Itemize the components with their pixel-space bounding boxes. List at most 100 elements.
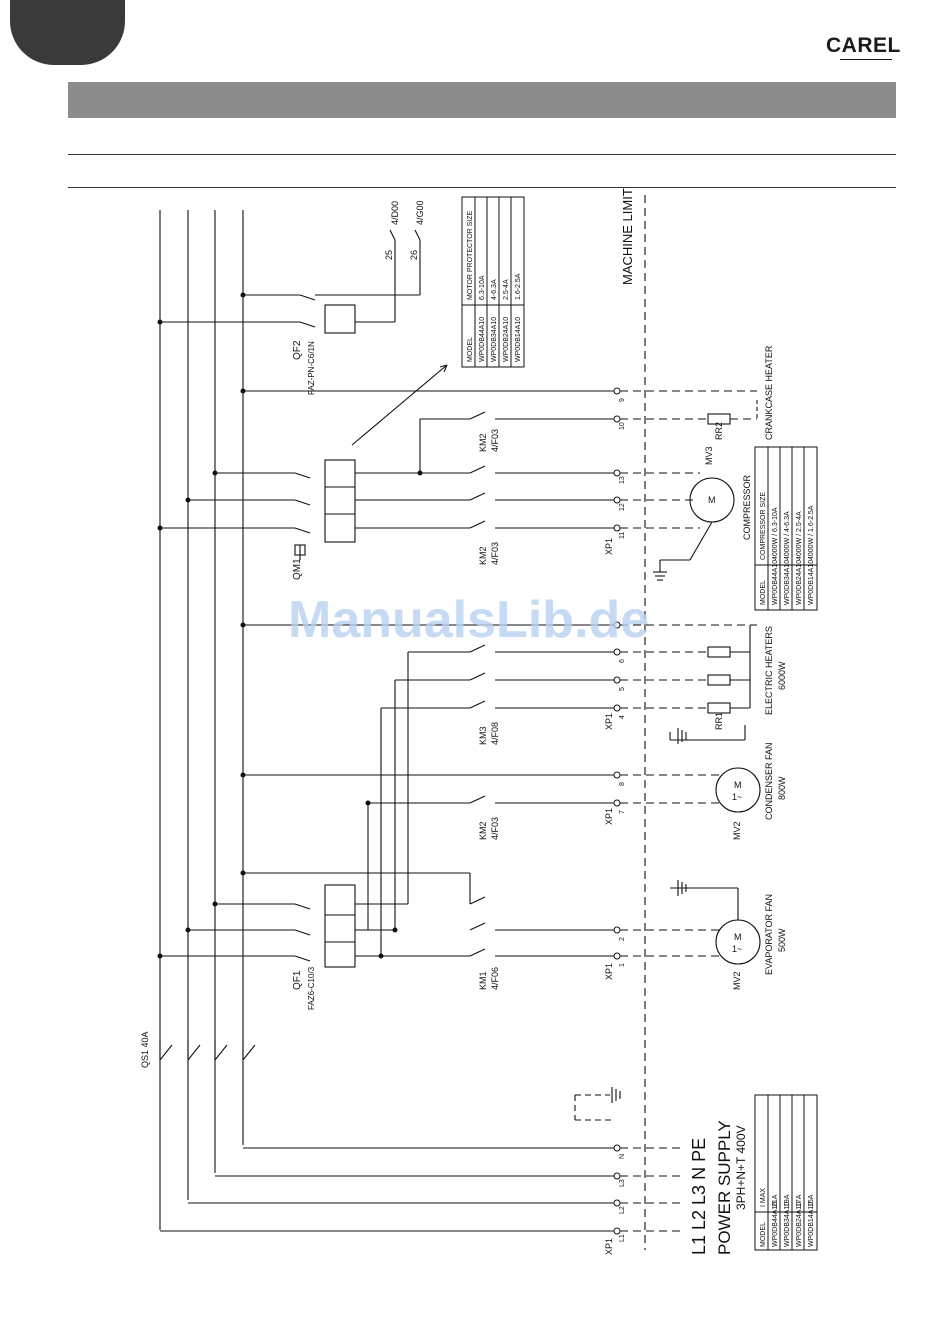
terminal-number: 13: [619, 476, 626, 484]
imax-row-value: 15A: [808, 1194, 815, 1207]
comp-header-model: MODEL: [760, 580, 767, 605]
xp1-label: XP1: [604, 808, 614, 825]
mp-row-size: 6.3-10A: [479, 275, 486, 300]
electric-heaters-power: 6000W: [777, 661, 787, 690]
mp-row-size: 1.6-2.5A: [515, 273, 522, 300]
mp-row-model: WP0DB44A10: [479, 317, 486, 362]
evaporator-fan-power: 500W: [777, 928, 787, 952]
mv3-label: MV3: [704, 446, 714, 465]
qf1-model: FAZ6-C10/3: [307, 966, 316, 1010]
power-supply-title: POWER SUPPLY: [715, 1120, 734, 1255]
imax-row-value: 21A: [772, 1194, 779, 1207]
power-supply-spec: 3PH+N+T 400V: [734, 1126, 748, 1211]
logo-underline: [840, 59, 892, 60]
km2-ref: 4/F03: [490, 542, 500, 565]
terminal-number: 10: [619, 422, 626, 430]
terminal-number: 12: [619, 503, 626, 511]
terminal-number: L1: [619, 1234, 626, 1242]
qm1-label: QM1: [292, 558, 303, 580]
km2-label: KM2: [478, 433, 488, 452]
motor-1ph-label: 1~: [732, 792, 742, 802]
km1-label: KM1: [478, 971, 488, 990]
mv2-label: MV2: [732, 821, 742, 840]
watermark: ManualsLib.de: [288, 591, 650, 649]
qf2-model: FAZ-PN-C6/1N: [307, 341, 316, 395]
condenser-fan-power: 800W: [777, 776, 787, 800]
carel-logo: CAREL: [826, 34, 901, 57]
ref-25: 25: [384, 250, 394, 260]
crankcase-heater-label: CRANKCASE HEATER: [764, 345, 774, 440]
comp-row-size: 4000W / 4-6.3A: [784, 511, 791, 560]
km2-label: KM2: [478, 821, 488, 840]
mp-row-model: WP0DB34A10: [491, 317, 498, 362]
terminal-number: N: [619, 1154, 626, 1159]
xp1-label: XP1: [604, 1238, 614, 1255]
rr2-label: RR2: [714, 422, 724, 440]
terminal-number: 9: [619, 398, 626, 402]
imax-row-value: 19A: [784, 1194, 791, 1207]
mp-row-size: 4-6.3A: [491, 279, 498, 300]
corner-tab: [10, 0, 125, 65]
ref-26: 26: [409, 250, 419, 260]
km2-ref: 4/F03: [490, 429, 500, 452]
compressor-table: MODEL COMPRESSOR SIZE WP0DB44A10 4000W /…: [754, 446, 818, 611]
divider-top: [68, 154, 896, 155]
compressor-label: COMPRESSOR: [742, 474, 752, 540]
xp1-label: XP1: [604, 538, 614, 555]
terminal-number: 5: [619, 687, 626, 691]
rr1-label: RR1: [714, 712, 724, 730]
motor-m-label: M: [734, 780, 742, 790]
km3-label: KM3: [478, 726, 488, 745]
terminal-number: 7: [619, 810, 626, 814]
condenser-fan-label: CONDENSER FAN: [764, 742, 774, 820]
mp-header-model: MODEL: [467, 337, 474, 362]
km3-ref: 4/F08: [490, 722, 500, 745]
imax-header-model: MODEL: [760, 1222, 767, 1247]
km1-ref: 4/F06: [490, 967, 500, 990]
comp-row-model: WP0DB14A10: [808, 560, 815, 605]
imax-header-value: I MAX: [760, 1188, 767, 1207]
terminal-number: L3: [619, 1179, 626, 1187]
motor-1ph-label: 1~: [732, 944, 742, 954]
terminal-number: 1: [619, 963, 626, 967]
ref-d00: 4/D00: [390, 201, 400, 225]
xp1-label: XP1: [604, 963, 614, 980]
divider-bottom: [68, 187, 896, 188]
comp-row-size: 4000W / 6.3-10A: [772, 507, 779, 560]
machine-limit-label: MACHINE LIMIT: [620, 188, 635, 285]
mp-row-size: 2.5-4A: [503, 279, 510, 300]
comp-row-size: 4000W / 1.6-2.5A: [808, 505, 815, 560]
imax-row-model: WP0DB34A10: [784, 1202, 791, 1247]
terminal-number: 8: [619, 782, 626, 786]
mv1-label: MV2: [732, 971, 742, 990]
qs1-label: QS1 40A: [140, 1031, 150, 1068]
xp1-label: XP1: [604, 713, 614, 730]
comp-header-size: COMPRESSOR SIZE: [760, 492, 767, 560]
mp-row-model: WP0DB14A10: [515, 317, 522, 362]
terminal-number: 2: [619, 937, 626, 941]
motor-m-label: M: [734, 932, 742, 942]
ref-g00: 4/G00: [415, 200, 425, 225]
comp-row-size: 4000W / 2.5-4A: [796, 511, 803, 560]
km2-ref: 4/F03: [490, 817, 500, 840]
electric-heaters-label: ELECTRIC HEATERS: [764, 626, 774, 715]
imax-row-model: WP0DB44A10: [772, 1202, 779, 1247]
comp-row-model: WP0DB24A10: [796, 560, 803, 605]
comp-row-model: WP0DB34A10: [784, 560, 791, 605]
imax-row-model: WP0DB14A10: [808, 1202, 815, 1247]
terminal-number: 11: [619, 532, 626, 539]
qf1-label: QF1: [292, 970, 303, 990]
imax-row-model: WP0DB24A10: [796, 1202, 803, 1247]
motor-m-label: M: [708, 495, 716, 505]
mp-row-model: WP0DB24A10: [503, 317, 510, 362]
terminal-number: L2: [619, 1206, 626, 1214]
power-supply-phases: L1 L2 L3 N PE: [689, 1138, 709, 1255]
km2-label: KM2: [478, 546, 488, 565]
motor-protector-table: MODEL MOTOR PROTECTOR SIZE WP0DB44A10 6.…: [461, 196, 525, 368]
imax-table: MODEL I MAX WP0DB44A10 21A WP0DB34A10 19…: [754, 1094, 818, 1251]
comp-row-model: WP0DB44A10: [772, 560, 779, 605]
imax-row-value: 17A: [796, 1194, 803, 1207]
mp-header-size: MOTOR PROTECTOR SIZE: [467, 210, 474, 300]
terminal-number: 4: [619, 715, 626, 719]
